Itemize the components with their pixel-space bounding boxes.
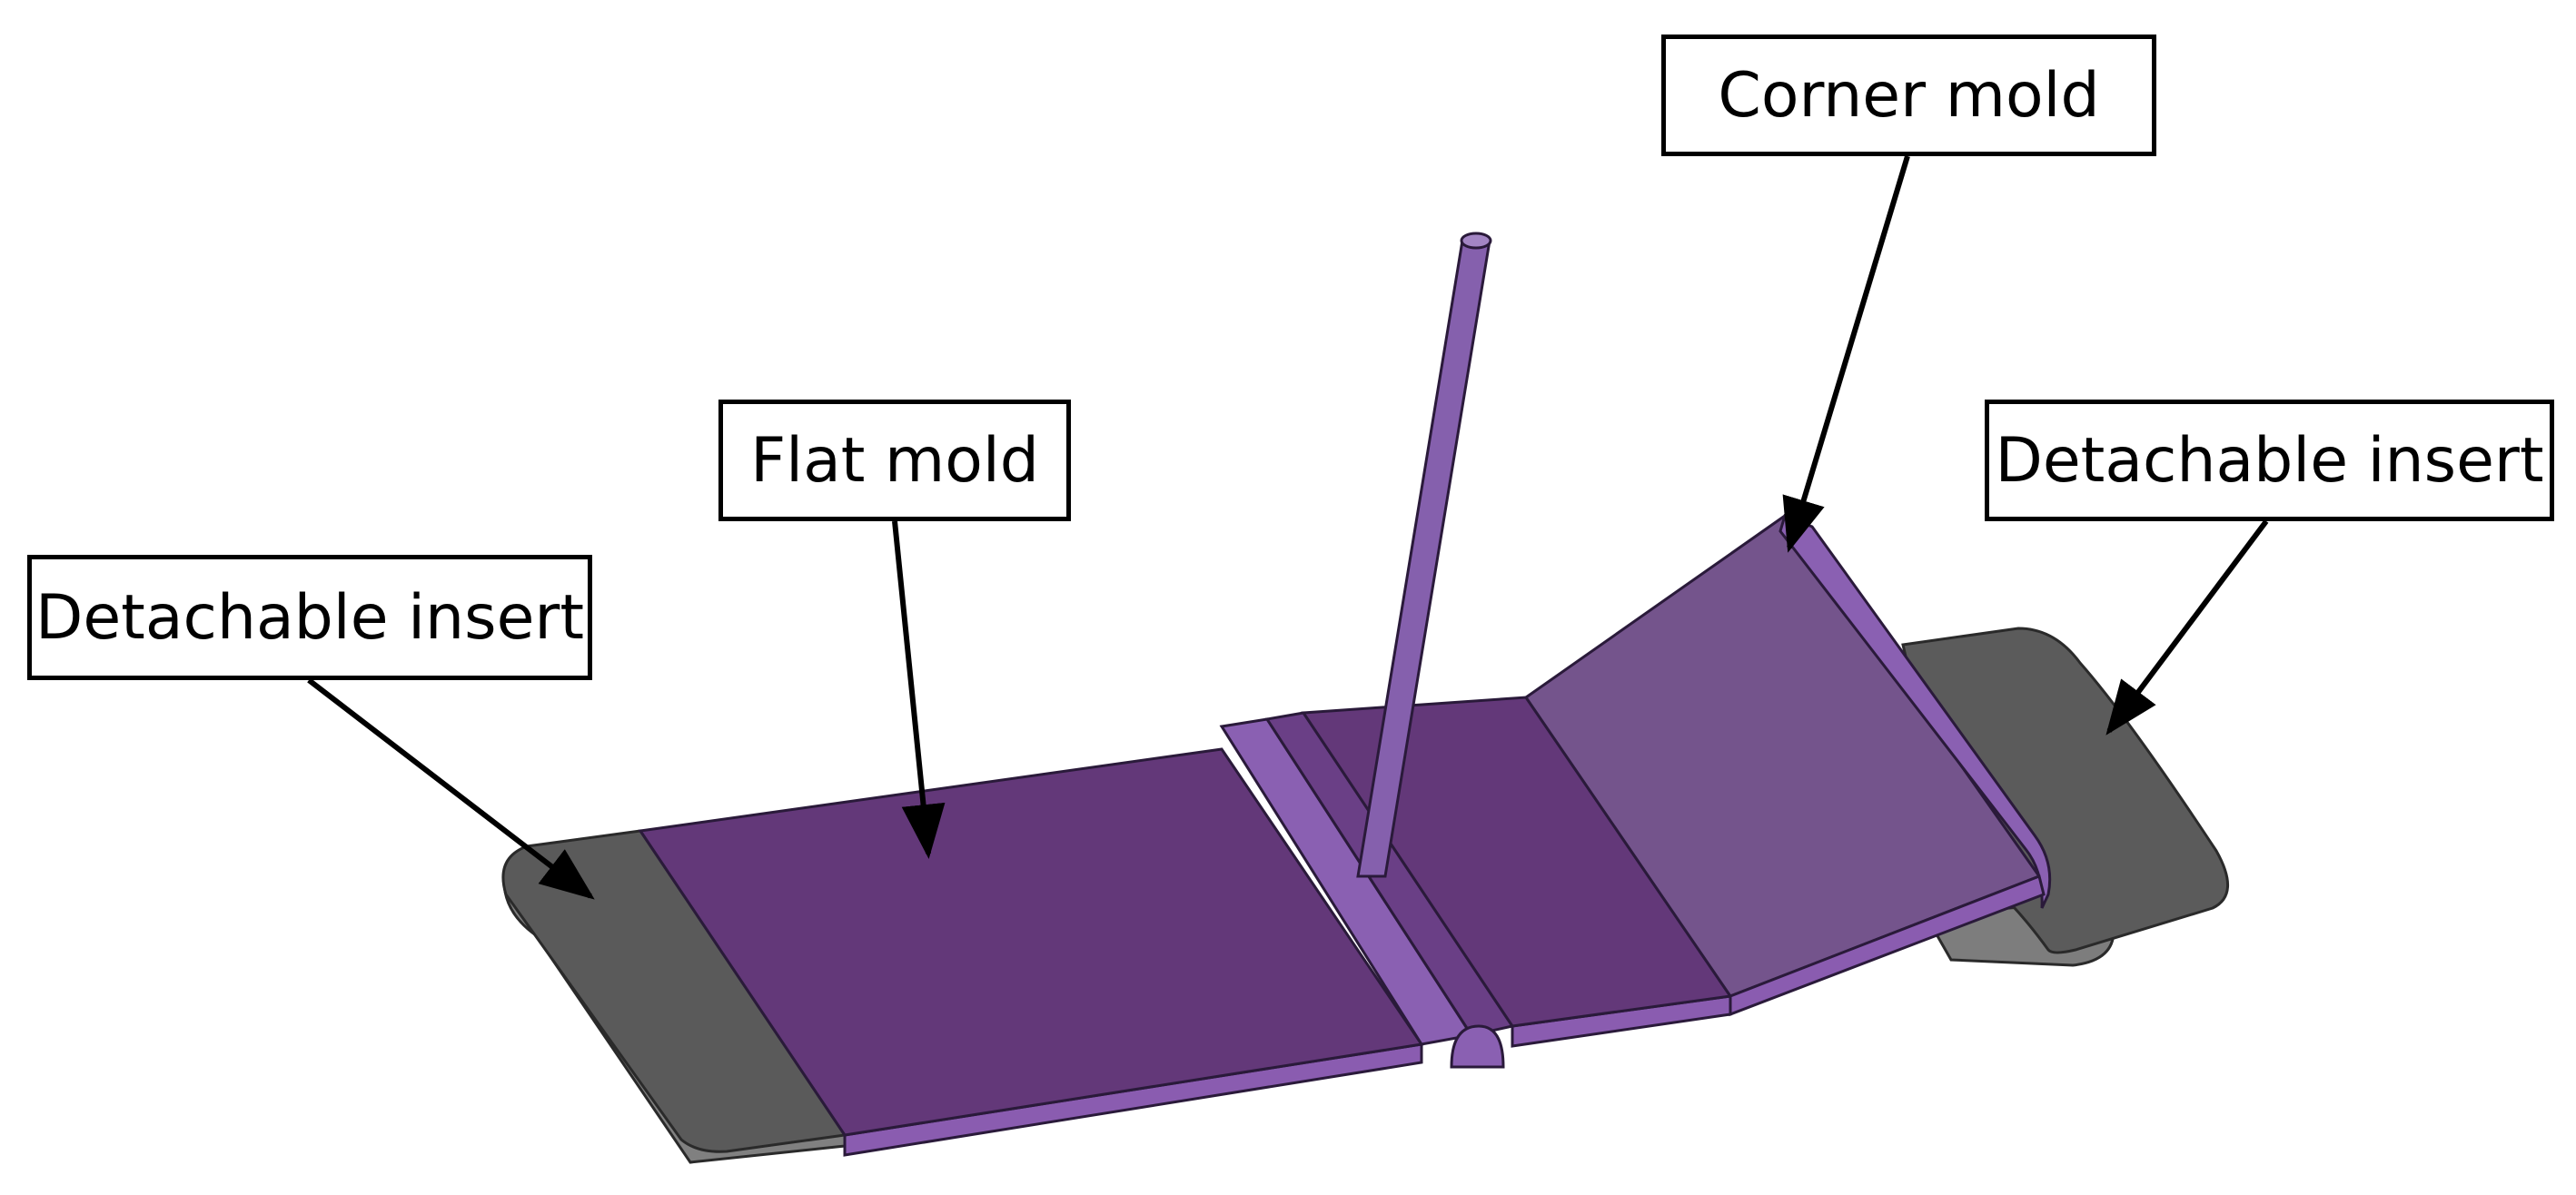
- corner-mold: [1523, 513, 2052, 1017]
- sprue-rod: [1356, 232, 1492, 878]
- arrow-flat-mold: [892, 520, 946, 859]
- label-left-detachable-insert: Detachable insert: [27, 555, 592, 680]
- corner-mold-bend-edge: [1729, 874, 2046, 1017]
- label-right-detachable-insert: Detachable insert: [1985, 400, 2554, 521]
- label-flat-mold: Flat mold: [718, 400, 1071, 521]
- label-corner-mold: Corner mold: [1661, 35, 2156, 156]
- corner-mold-flange: [1778, 513, 2052, 909]
- left-insert-top: [501, 829, 847, 1153]
- arrow-corner-mold: [1782, 155, 1910, 553]
- sprue-rod-top: [1460, 232, 1492, 250]
- arrow-right-insert: [2105, 519, 2269, 736]
- arrow-left-insert: [307, 677, 595, 900]
- leader-arrows: [307, 155, 2269, 900]
- ridge-end-cap: [1450, 1024, 1505, 1069]
- left-detachable-insert: [501, 829, 847, 1164]
